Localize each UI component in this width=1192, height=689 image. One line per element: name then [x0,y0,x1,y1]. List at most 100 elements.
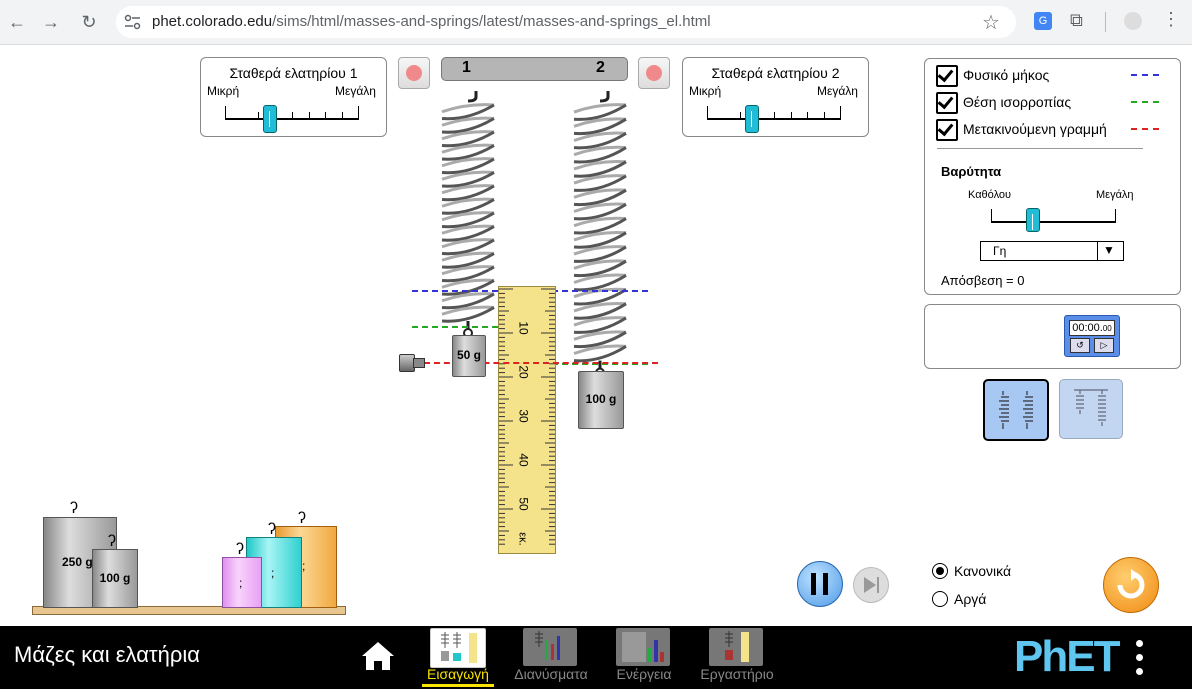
ruler-label-50: 50 [516,497,531,511]
stopwatch[interactable]: 00:00.00 ↺ ▷ [1064,315,1120,357]
stopwatch-hundredths: 00 [1102,324,1112,333]
two-springs-scene-button[interactable] [983,379,1049,441]
spring-2[interactable] [573,91,627,378]
movable-line-label: Μετακινούμενη γραμμή [963,121,1107,137]
ruler-label-20: 20 [516,365,531,379]
two-springs-icon [999,391,1033,429]
equilibrium-label: Θέση ισορροπίας [963,94,1072,110]
browser-menu-icon[interactable]: ⋮ [1162,9,1180,29]
shelf-mass-250g-label: 250 g [62,555,93,569]
pause-icon [811,573,816,595]
gravity-tick-max [1115,209,1116,221]
natural-length-checkbox[interactable] [936,65,958,87]
screen-energy-button[interactable]: Ενέργεια [612,626,676,689]
screen-lab-button[interactable]: Εργαστήριο [700,626,774,689]
stopwatch-time: 00:00. [1072,322,1103,334]
stopwatch-panel: 00:00.00 ↺ ▷ [924,304,1181,369]
spring-constant-2-min-label: Μικρή [689,84,722,98]
screen-vectors-label: Διανύσματα [514,666,588,682]
screen-energy-label: Ενέργεια [616,666,672,682]
spring-constant-1-min-label: Μικρή [207,84,240,98]
play-pause-button[interactable] [797,561,843,607]
screen-intro-label: Εισαγωγή [427,666,489,682]
ruler[interactable]: 10 20 30 40 50 εκ. [498,286,556,554]
movable-line-checkbox[interactable] [936,119,958,141]
mystery-mass-pink[interactable]: ; [222,557,262,608]
spring-constant-2-thumb[interactable] [745,105,760,133]
url-path: /sims/html/masses-and-springs/latest/mas… [272,13,711,30]
reset-icon [1117,569,1145,599]
gravity-title: Βαρύτητα [941,164,1002,179]
planet-select[interactable]: Γη ▼ [980,241,1124,261]
lab-screen-icon [709,628,763,666]
springs-drawing [441,91,627,378]
sim-title: Μάζες και ελατήρια [14,642,200,667]
spring-constant-1-max-label: Μεγάλη [335,84,376,98]
browser-toolbar: ← → ↻ phet.colorado.edu/sims/html/masses… [0,0,1192,45]
pause-icon-bar [823,573,828,595]
spring-constant-1-thumb[interactable] [263,105,278,133]
vectors-screen-icon [523,628,577,666]
equilibrium-line-2 [552,363,648,365]
movable-line-legend [1131,128,1159,130]
stop-spring-1-button[interactable] [398,57,430,89]
normal-speed-label: Κανονικά [954,563,1012,579]
hung-mass-50g[interactable]: 50 g [452,335,486,377]
spring-constant-2-track[interactable] [707,118,841,120]
spring-constant-2-panel: Σταθερά ελατηρίου 2 Μικρή Μεγάλη [682,57,869,137]
hook-icon: ʔ [268,521,276,538]
spring-2-label: 2 [596,59,605,76]
intro-screen-icon [430,628,486,668]
back-icon[interactable]: ← [8,12,26,32]
stop-spring-2-button[interactable] [638,57,670,89]
ruler-ticks [499,288,555,545]
gravity-thumb[interactable] [1026,208,1041,232]
gravity-max-label: Μεγάλη [1096,189,1134,201]
chevron-down-icon[interactable]: ▼ [1103,243,1115,257]
simulation-area: Σταθερά ελατηρίου 1 Μικρή Μεγάλη Σταθερά… [0,45,1192,626]
stopwatch-display: 00:00.00 [1069,320,1115,336]
home-icon[interactable] [360,640,396,672]
phet-menu-icon[interactable] [1136,638,1144,678]
ruler-label-10: 10 [516,321,531,335]
screen-intro-button[interactable]: Εισαγωγή [422,626,494,689]
stop-icon [646,65,662,81]
reset-all-button[interactable] [1103,557,1159,613]
mass-shelf [32,606,346,615]
spring-system-scene-button[interactable] [1059,379,1123,439]
translate-extension-icon[interactable]: G [1034,12,1052,30]
stopwatch-reset-icon[interactable]: ↺ [1070,338,1090,353]
shelf-mass-100g[interactable]: 100 g [92,549,138,608]
spring-constant-1-panel: Σταθερά ελατηρίου 1 Μικρή Μεγάλη [200,57,387,137]
slow-speed-radio[interactable] [932,591,948,607]
gravity-track[interactable] [991,221,1116,223]
normal-speed-radio[interactable] [932,563,948,579]
bookmark-star-icon[interactable]: ☆ [982,12,1000,34]
spring-constant-2-title: Σταθερά ελατηρίου 2 [711,65,840,81]
spring-constant-1-ticks [225,106,359,118]
extensions-puzzle-icon[interactable]: ⧉ [1070,10,1083,30]
url-host: phet.colorado.edu [152,13,273,30]
mystery-mass-cyan-label: ; [271,566,275,580]
site-info-icon[interactable] [124,14,142,30]
step-forward-button[interactable] [853,567,889,603]
movable-line[interactable] [424,362,658,364]
reload-icon[interactable]: ↻ [81,12,97,32]
forward-icon[interactable]: → [42,12,60,32]
profile-avatar-icon[interactable] [1124,12,1142,30]
stopwatch-play-icon[interactable]: ▷ [1094,338,1114,353]
navigation-bar: Μάζες και ελατήρια Εισαγωγή Διανύσματα Ε… [0,626,1192,689]
spring-constant-1-track[interactable] [225,118,359,120]
spring-1[interactable] [441,91,495,338]
hook-icon: ʔ [298,510,306,527]
step-icon-bar [877,577,879,593]
step-icon [864,577,876,593]
hung-mass-100g[interactable]: 100 g [578,371,624,429]
equilibrium-checkbox[interactable] [936,92,958,114]
url-text: phet.colorado.edu/sims/html/masses-and-s… [152,13,711,30]
screen-vectors-button[interactable]: Διανύσματα [514,626,588,689]
address-bar[interactable]: phet.colorado.edu/sims/html/masses-and-s… [116,6,1016,38]
energy-screen-icon [616,628,670,666]
phet-logo[interactable]: PhET [1014,632,1120,681]
hung-mass-100g-label: 100 g [585,392,617,406]
